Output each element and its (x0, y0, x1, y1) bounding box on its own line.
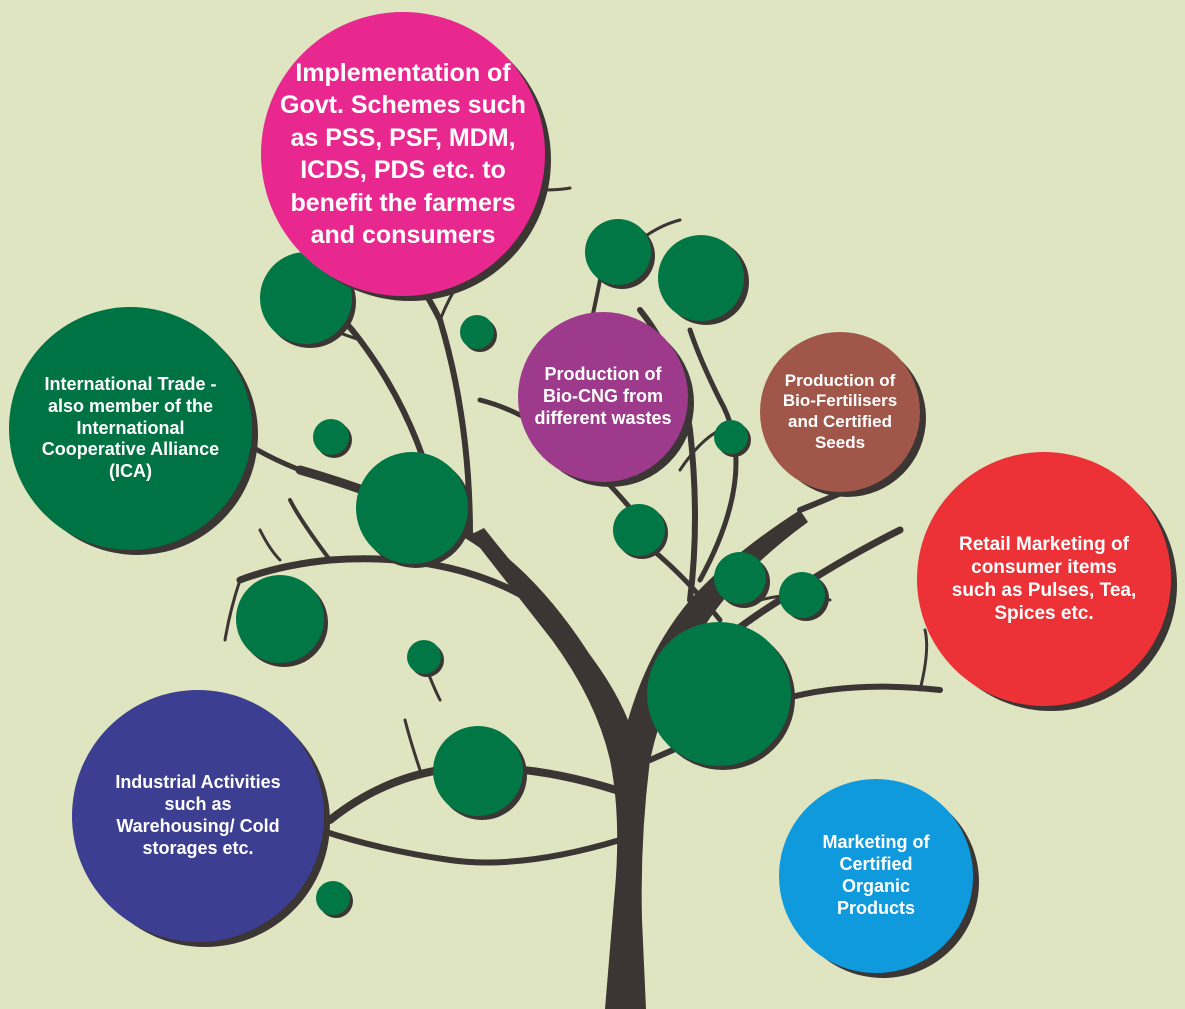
tree-trunk (470, 510, 808, 1009)
leaf-balls (236, 219, 825, 915)
industrial-activities-bubble: Industrial Activities such as Warehousin… (72, 690, 324, 942)
industrial-activities-text: Industrial Activities such as Warehousin… (115, 772, 281, 858)
leaf-ball (460, 315, 494, 349)
leaf-ball (658, 235, 744, 321)
retail-marketing-bubble: Retail Marketing of consumer items such … (917, 452, 1171, 706)
leaf-ball (236, 575, 324, 663)
leaf-ball (316, 881, 350, 915)
leaf-ball (779, 572, 825, 618)
bio-fertilisers-text: Production of Bio-Fertilisers and Certif… (782, 370, 898, 452)
govt-schemes-bubble: Implementation of Govt. Schemes such as … (261, 12, 545, 296)
leaf-ball (433, 726, 523, 816)
leaf-ball (613, 504, 665, 556)
leaf-ball (647, 622, 791, 766)
organic-products-text: Marketing of Certified Organic Products (822, 832, 930, 918)
bio-fertilisers-bubble: Production of Bio-Fertilisers and Certif… (760, 332, 920, 492)
retail-marketing-text: Retail Marketing of consumer items such … (951, 533, 1137, 625)
leaf-ball (313, 419, 349, 455)
leaf-ball (714, 420, 748, 454)
international-trade-bubble: International Trade - also member of the… (9, 307, 252, 550)
leaf-ball (714, 552, 766, 604)
organic-products-bubble: Marketing of Certified Organic Products (779, 779, 973, 973)
bio-cng-bubble: Production of Bio-CNG from different was… (518, 312, 688, 482)
govt-schemes-text: Implementation of Govt. Schemes such as … (280, 58, 526, 250)
international-trade-text: International Trade - also member of the… (41, 373, 220, 482)
leaf-ball (356, 452, 468, 564)
bio-cng-text: Production of Bio-CNG from different was… (534, 364, 672, 428)
leaf-ball (407, 640, 441, 674)
leaf-ball (585, 219, 651, 285)
